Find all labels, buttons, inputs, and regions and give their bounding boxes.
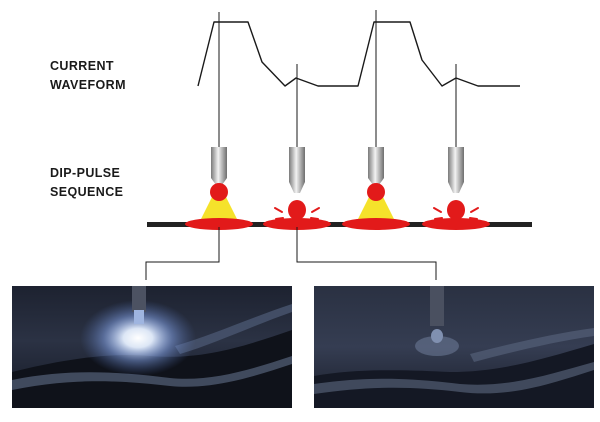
work-plate xyxy=(147,222,532,227)
arc-cone xyxy=(356,195,396,223)
weld-pool xyxy=(263,218,331,230)
droplet xyxy=(210,183,228,201)
dip-pulse-sequence-label-line-2: SEQUENCE xyxy=(50,185,124,199)
weld-pool xyxy=(422,218,490,230)
droplet xyxy=(447,200,465,220)
photo-dip-phase xyxy=(314,286,594,408)
dip-pulse-sequence-label: DIP-PULSE SEQUENCE xyxy=(50,164,123,202)
photo-connector-pulse xyxy=(145,227,220,280)
weld-pool xyxy=(185,218,253,230)
electrode xyxy=(211,147,227,185)
current-waveform-label: CURRENT WAVEFORM xyxy=(50,57,126,95)
droplet xyxy=(288,200,306,220)
photo-electrode xyxy=(132,286,146,312)
spatter-marks xyxy=(433,207,479,220)
electrode xyxy=(448,147,464,193)
weld-pool xyxy=(342,218,410,230)
current-waveform-label-line-2: WAVEFORM xyxy=(50,78,126,92)
electrode xyxy=(289,147,305,193)
electrode xyxy=(368,147,384,185)
sequence-step-4 xyxy=(422,147,490,230)
spatter-marks xyxy=(274,207,320,220)
sequence-step-3 xyxy=(342,147,410,230)
arc-cone xyxy=(199,195,239,223)
current-waveform-line xyxy=(197,21,520,87)
sequence-step-2 xyxy=(263,147,331,230)
photo-connector-dip xyxy=(296,227,437,280)
photo-electrode xyxy=(430,286,444,326)
droplet xyxy=(367,183,385,201)
photo-pulse-phase xyxy=(12,286,292,408)
current-waveform-label-line-1: CURRENT xyxy=(50,59,114,73)
sequence-step-1 xyxy=(185,147,253,230)
guide-lines xyxy=(218,10,457,148)
dip-pulse-sequence-label-line-1: DIP-PULSE xyxy=(50,166,121,180)
